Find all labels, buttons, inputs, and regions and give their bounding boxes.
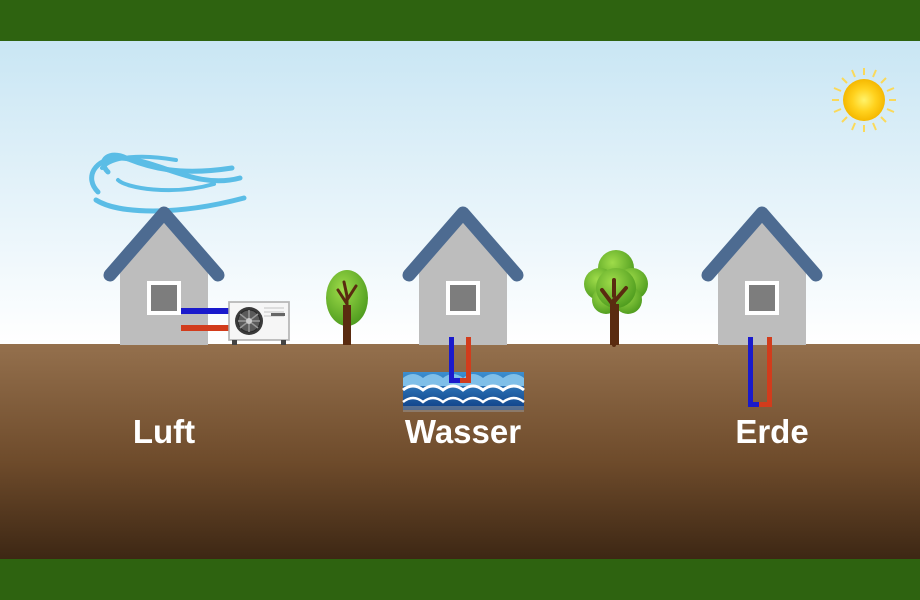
sun-icon — [832, 68, 896, 132]
water-pipes — [449, 337, 471, 383]
wind-icon — [89, 152, 247, 214]
bottom-band — [0, 559, 920, 600]
top-band — [0, 0, 920, 41]
label-water: Wasser — [405, 413, 521, 450]
air-pipes — [181, 308, 233, 331]
tree-icon — [584, 250, 648, 347]
ground-probe-icon — [748, 337, 772, 407]
tree-icon — [326, 270, 368, 345]
label-air: Luft — [133, 413, 195, 450]
label-ground: Erde — [735, 413, 808, 450]
heat-pump-unit-icon — [228, 301, 290, 345]
